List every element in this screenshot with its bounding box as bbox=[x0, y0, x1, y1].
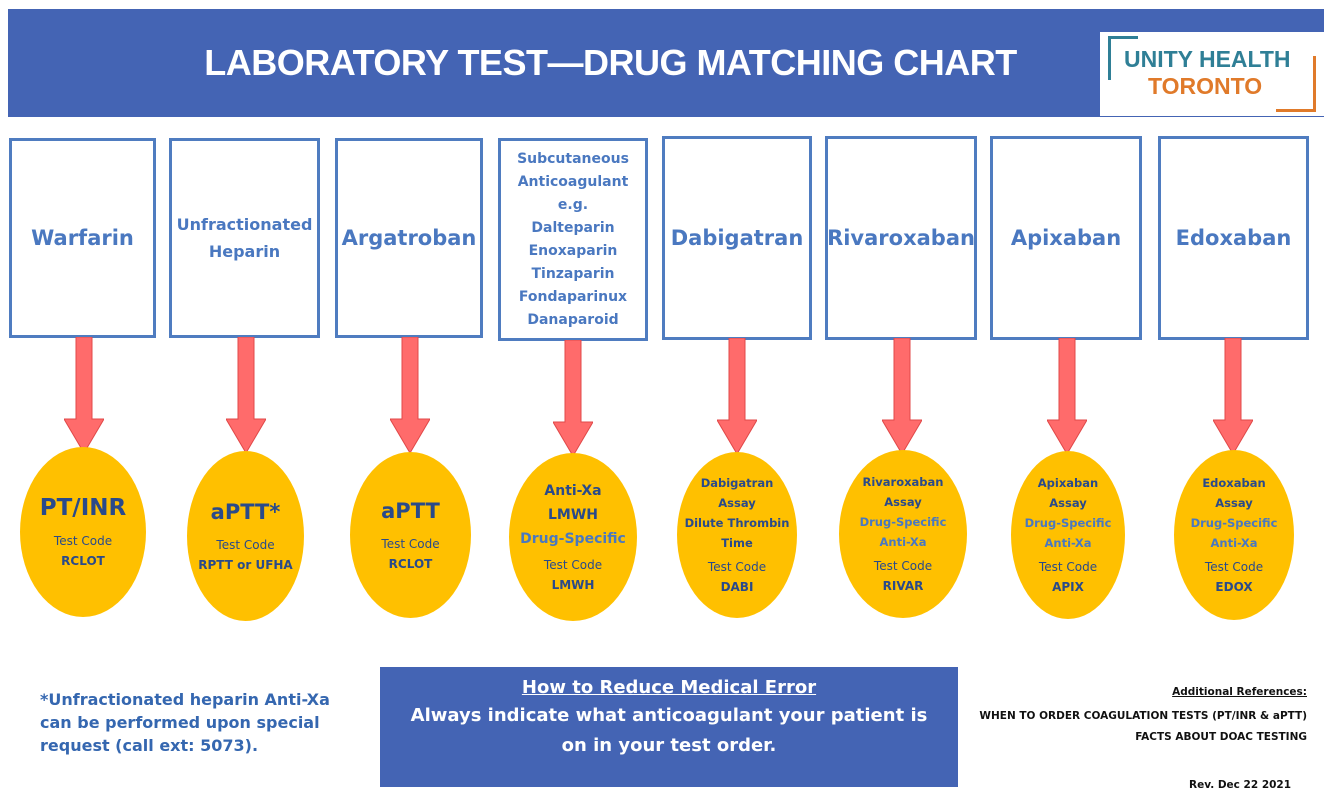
test-name-line: Dilute Thrombin bbox=[684, 516, 790, 530]
test-name-line: Assay bbox=[884, 495, 922, 509]
test-name-line: Drug-Specific bbox=[520, 531, 626, 547]
drug-name: Apixaban bbox=[1010, 226, 1122, 250]
drug-box-dabigatran: Dabigatran bbox=[662, 136, 812, 340]
test-code: RCLOT bbox=[61, 554, 105, 568]
test-name-line: Anti-Xa bbox=[879, 535, 927, 549]
test-code: RCLOT bbox=[388, 557, 433, 571]
test-name-line: Drug-Specific bbox=[1024, 516, 1112, 530]
down-arrow-icon bbox=[390, 337, 430, 453]
test-code: DABI bbox=[720, 580, 754, 594]
drug-box-apixaban: Apixaban bbox=[990, 136, 1142, 340]
test-name-line: Anti-Xa bbox=[1044, 536, 1092, 550]
test-name-line: Assay bbox=[1215, 496, 1253, 510]
callout-body: Always indicate what anticoagulant your … bbox=[410, 705, 928, 756]
test-name: aPTT bbox=[381, 499, 440, 523]
test-name-line: Apixaban bbox=[1037, 476, 1099, 490]
down-arrow-icon bbox=[717, 338, 757, 454]
test-code-label: Test Code bbox=[873, 559, 933, 573]
down-arrow-icon bbox=[226, 337, 266, 453]
drug-name-line: Subcutaneous bbox=[517, 150, 629, 167]
test-circle-pt-inr: PT/INR Test Code RCLOT bbox=[20, 447, 146, 617]
test-name: aPTT* bbox=[210, 500, 281, 524]
down-arrow-icon bbox=[1047, 338, 1087, 454]
down-arrow-icon bbox=[553, 340, 593, 456]
revision-date: Rev. Dec 22 2021 bbox=[1189, 779, 1292, 791]
drug-box-unfractionated-heparin: Unfractionated Heparin bbox=[169, 138, 320, 338]
test-code-label: Test Code bbox=[543, 558, 603, 572]
test-circle-dabigatran-assay: Dabigatran Assay Dilute Thrombin Time Te… bbox=[677, 452, 797, 618]
drug-name: Rivaroxaban bbox=[827, 226, 975, 250]
test-circle-apixaban-assay: Apixaban Assay Drug-Specific Anti-Xa Tes… bbox=[1011, 451, 1125, 619]
test-code-label: Test Code bbox=[381, 537, 440, 551]
down-arrow-icon bbox=[1213, 338, 1253, 454]
test-code-label: Test Code bbox=[53, 534, 113, 548]
test-code-label: Test Code bbox=[1038, 560, 1098, 574]
test-code-label: Test Code bbox=[707, 560, 767, 574]
test-name-line: Drug-Specific bbox=[859, 515, 947, 529]
test-name-line: Dabigatran bbox=[700, 476, 774, 490]
test-code: APIX bbox=[1052, 580, 1084, 594]
heparin-footnote: *Unfractionated heparin Anti-Xa can be p… bbox=[40, 690, 330, 755]
test-circle-rivaroxaban-assay: Rivaroxaban Assay Drug-Specific Anti-Xa … bbox=[839, 450, 967, 618]
drug-name-line: Fondaparinux bbox=[518, 288, 628, 305]
logo-bracket-bottom bbox=[1276, 109, 1316, 112]
reference-link-coagulation-tests[interactable]: WHEN TO ORDER COAGULATION TESTS (PT/INR … bbox=[979, 710, 1307, 722]
test-name-line: Assay bbox=[1049, 496, 1087, 510]
reference-link-doac-testing[interactable]: FACTS ABOUT DOAC TESTING bbox=[1135, 731, 1307, 743]
test-code-label: Test Code bbox=[1204, 560, 1264, 574]
test-code: LMWH bbox=[551, 578, 595, 592]
drug-name-line: Tinzaparin bbox=[531, 265, 615, 282]
drug-box-warfarin: Warfarin bbox=[9, 138, 156, 338]
test-circle-anti-xa-lmwh: Anti-Xa LMWH Drug-Specific Test Code LMW… bbox=[509, 453, 637, 621]
drug-box-edoxaban: Edoxaban bbox=[1158, 136, 1309, 340]
drug-name-line: Enoxaparin bbox=[528, 242, 618, 259]
test-circle-aptt-argatroban: aPTT Test Code RCLOT bbox=[350, 452, 471, 618]
test-code: RPTT or UFHA bbox=[198, 558, 293, 572]
test-name-line: LMWH bbox=[547, 507, 598, 523]
page-title: LABORATORY TEST—DRUG MATCHING CHART bbox=[204, 42, 1017, 83]
logo-text-toronto: TORONTO bbox=[1148, 73, 1263, 99]
test-code: RIVAR bbox=[882, 579, 924, 593]
test-name: PT/INR bbox=[39, 495, 127, 521]
unity-health-logo: UNITY HEALTH TORONTO bbox=[1100, 32, 1324, 116]
test-name-line: Rivaroxaban bbox=[862, 475, 944, 489]
drug-box-argatroban: Argatroban bbox=[335, 138, 483, 338]
logo-text-unity-health: UNITY HEALTH bbox=[1124, 46, 1291, 72]
test-name-line: Edoxaban bbox=[1202, 476, 1266, 490]
down-arrow-icon bbox=[64, 337, 104, 453]
logo-bracket-right bbox=[1313, 56, 1316, 112]
drug-name-line: Danaparoid bbox=[527, 311, 619, 328]
drug-box-subcutaneous-anticoagulant: Subcutaneous Anticoagulant e.g. Daltepar… bbox=[498, 138, 648, 341]
test-name-line: Anti-Xa bbox=[1210, 536, 1258, 550]
test-circle-edoxaban-assay: Edoxaban Assay Drug-Specific Anti-Xa Tes… bbox=[1174, 450, 1294, 620]
drug-name-line: Anticoagulant bbox=[517, 173, 629, 190]
references-title: Additional References: bbox=[1172, 686, 1307, 698]
test-name-line: Anti-Xa bbox=[544, 483, 602, 499]
test-name-line: Assay bbox=[718, 496, 756, 510]
drug-name-line: Dalteparin bbox=[531, 219, 615, 236]
test-code: EDOX bbox=[1215, 580, 1253, 594]
drug-box-rivaroxaban: Rivaroxaban bbox=[825, 136, 977, 340]
drug-name: Argatroban bbox=[341, 226, 477, 250]
test-code-label: Test Code bbox=[216, 538, 275, 552]
drug-name: Edoxaban bbox=[1175, 226, 1292, 250]
logo-bracket-top bbox=[1108, 36, 1138, 39]
drug-name-line: Unfractionated bbox=[176, 215, 313, 234]
logo-bracket-left bbox=[1108, 36, 1111, 80]
test-circle-aptt-heparin: aPTT* Test Code RPTT or UFHA bbox=[187, 451, 304, 621]
medical-error-callout: How to Reduce Medical Error Always indic… bbox=[380, 667, 958, 787]
test-name-line: Drug-Specific bbox=[1190, 516, 1278, 530]
header-banner: LABORATORY TEST—DRUG MATCHING CHART UNIT… bbox=[8, 9, 1324, 117]
drug-name-line: Heparin bbox=[208, 242, 281, 261]
drug-name-line: e.g. bbox=[557, 196, 589, 213]
additional-references: Additional References: WHEN TO ORDER COA… bbox=[947, 682, 1307, 748]
drug-name: Warfarin bbox=[31, 226, 134, 250]
down-arrow-icon bbox=[882, 338, 922, 454]
drug-name: Dabigatran bbox=[670, 226, 804, 250]
test-name-line: Time bbox=[721, 536, 753, 550]
callout-title: How to Reduce Medical Error bbox=[521, 677, 817, 698]
